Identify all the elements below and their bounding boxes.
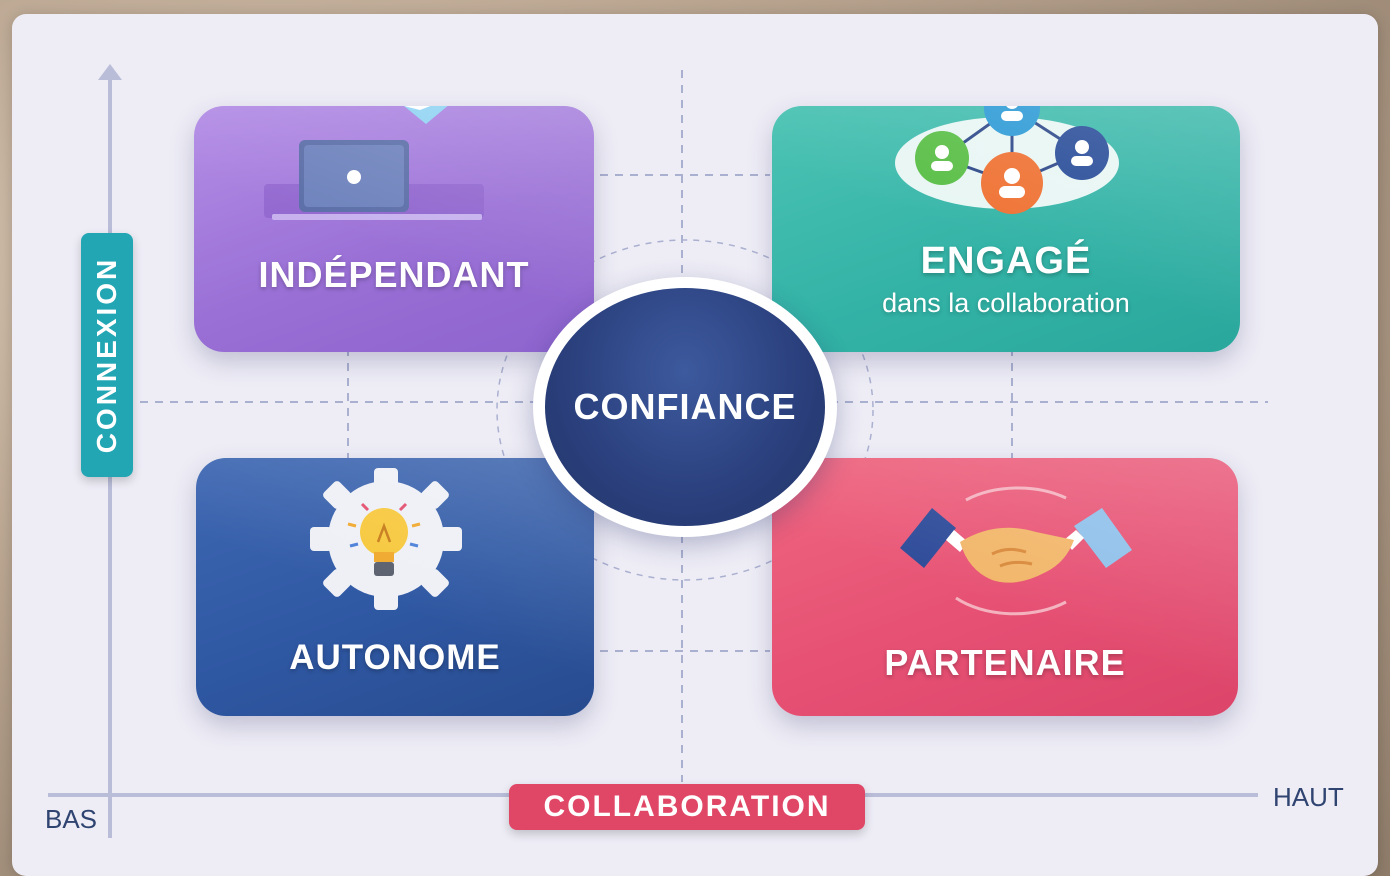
confiance-label: CONFIANCE [573,386,797,427]
handshake-icon [900,486,1132,616]
collaboration-axis-badge: COLLABORATION [509,784,865,830]
confiance-circle: CONFIANCE [545,288,825,526]
quadrant-independant: INDÉPENDANT [194,106,594,352]
quadrant-engage-label: ENGAGÉ [920,240,1092,282]
quadrant-engage: ENGAGÉ dans la collaboration [772,106,1240,352]
x-axis-low-label: BAS [45,804,98,834]
collaboration-axis-label: COLLABORATION [543,790,831,823]
quadrant-autonome: AUTONOME [196,458,594,716]
network-users-icon [895,106,1119,214]
laptop-icon [264,140,484,220]
paper-plane-icon [404,106,448,124]
x-axis-high-label: HAUT [1273,782,1344,812]
connexion-axis-badge: CONNEXION [81,233,133,477]
quadrant-engage-sublabel: dans la collaboration [882,288,1130,318]
connexion-axis-label: CONNEXION [91,256,122,454]
quadrant-partenaire: PARTENAIRE [772,458,1238,716]
quadrant-autonome-label: AUTONOME [289,638,501,677]
quadrant-independant-label: INDÉPENDANT [258,254,530,295]
gear-lightbulb-icon [310,468,462,610]
quadrant-partenaire-label: PARTENAIRE [884,642,1126,683]
